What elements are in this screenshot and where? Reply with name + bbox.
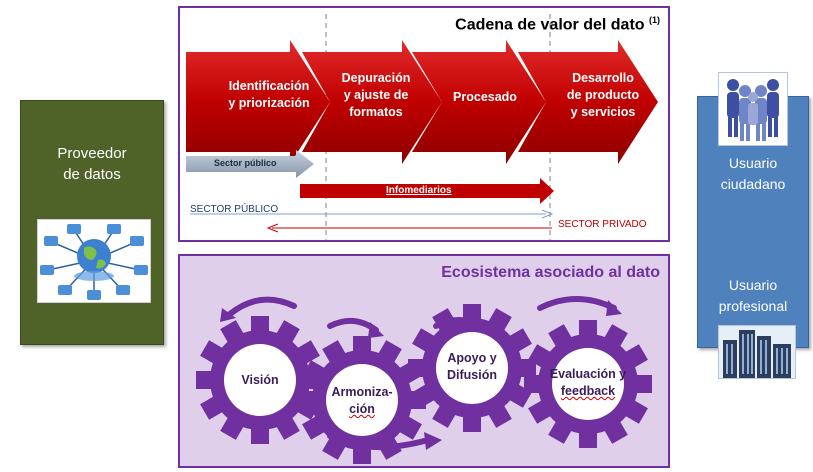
chain-arrow-1: [186, 40, 330, 164]
chain-arrow-3: [412, 40, 546, 164]
sector-publico-bar-label: Sector público: [214, 158, 277, 168]
stage-label-1: Identificación y priorización: [228, 79, 310, 110]
office-buildings-icon: [718, 325, 796, 379]
provider-label: Proveedor de datos: [57, 145, 127, 183]
people-group-icon: [718, 72, 788, 146]
gear-label-apoyo: Apoyo y Difusión: [447, 351, 497, 382]
sector-privado-line-label: SECTOR PRIVADO: [558, 219, 647, 230]
chain-arrow-4: [518, 40, 658, 164]
citizen-user-label: Usuario ciudadano: [720, 155, 786, 192]
infomediarios-bar: [300, 178, 554, 204]
curve-arrow-1: [227, 296, 297, 317]
stage-label-4: Desarrollo de producto y servicios: [566, 71, 640, 119]
sector-publico-bar: [186, 150, 314, 178]
curve-arrow-5: [537, 296, 617, 311]
ecosystem-box: Ecosistema asociado al dato: [178, 254, 670, 468]
curve-arrow-2: [327, 317, 379, 333]
network-globe-icon: [37, 219, 151, 303]
provider-panel: Proveedor de datos: [20, 100, 164, 345]
gear-label-vision: Visión: [241, 373, 279, 387]
professional-user-label: Usuario profesional: [718, 277, 788, 314]
gear-label-armonizacion: Armoniza-ción: [331, 385, 393, 416]
value-chain-diagram: [186, 14, 658, 240]
stage-label-2: Depuración y ajuste de formatos: [341, 71, 411, 119]
infomediarios-label: Infomediarios: [386, 185, 452, 196]
value-chain-box: Cadena de valor del dato (1) Identificac…: [178, 6, 670, 242]
stage-label-3: Procesado: [453, 90, 517, 104]
sector-publico-line-label: SECTOR PÚBLICO: [190, 204, 279, 215]
ecosystem-title: Ecosistema asociado al dato: [441, 264, 660, 281]
chain-arrow-2: [302, 40, 442, 164]
gears-diagram: [196, 296, 652, 464]
